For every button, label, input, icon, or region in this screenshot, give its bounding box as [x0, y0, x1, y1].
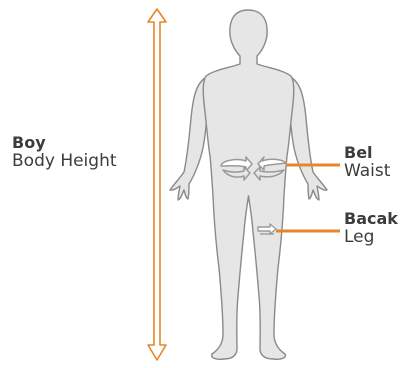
- height-label: Boy Body Height: [12, 134, 117, 172]
- height-arrow: [148, 9, 166, 360]
- waist-label-tr: Bel: [344, 144, 390, 162]
- height-label-en: Body Height: [12, 152, 117, 172]
- leg-label: Bacak Leg: [344, 210, 398, 248]
- leg-label-en: Leg: [344, 228, 398, 248]
- human-silhouette: [170, 10, 327, 359]
- waist-label-en: Waist: [344, 162, 390, 182]
- height-label-tr: Boy: [12, 134, 117, 152]
- leg-label-tr: Bacak: [344, 210, 398, 228]
- waist-label: Bel Waist: [344, 144, 390, 182]
